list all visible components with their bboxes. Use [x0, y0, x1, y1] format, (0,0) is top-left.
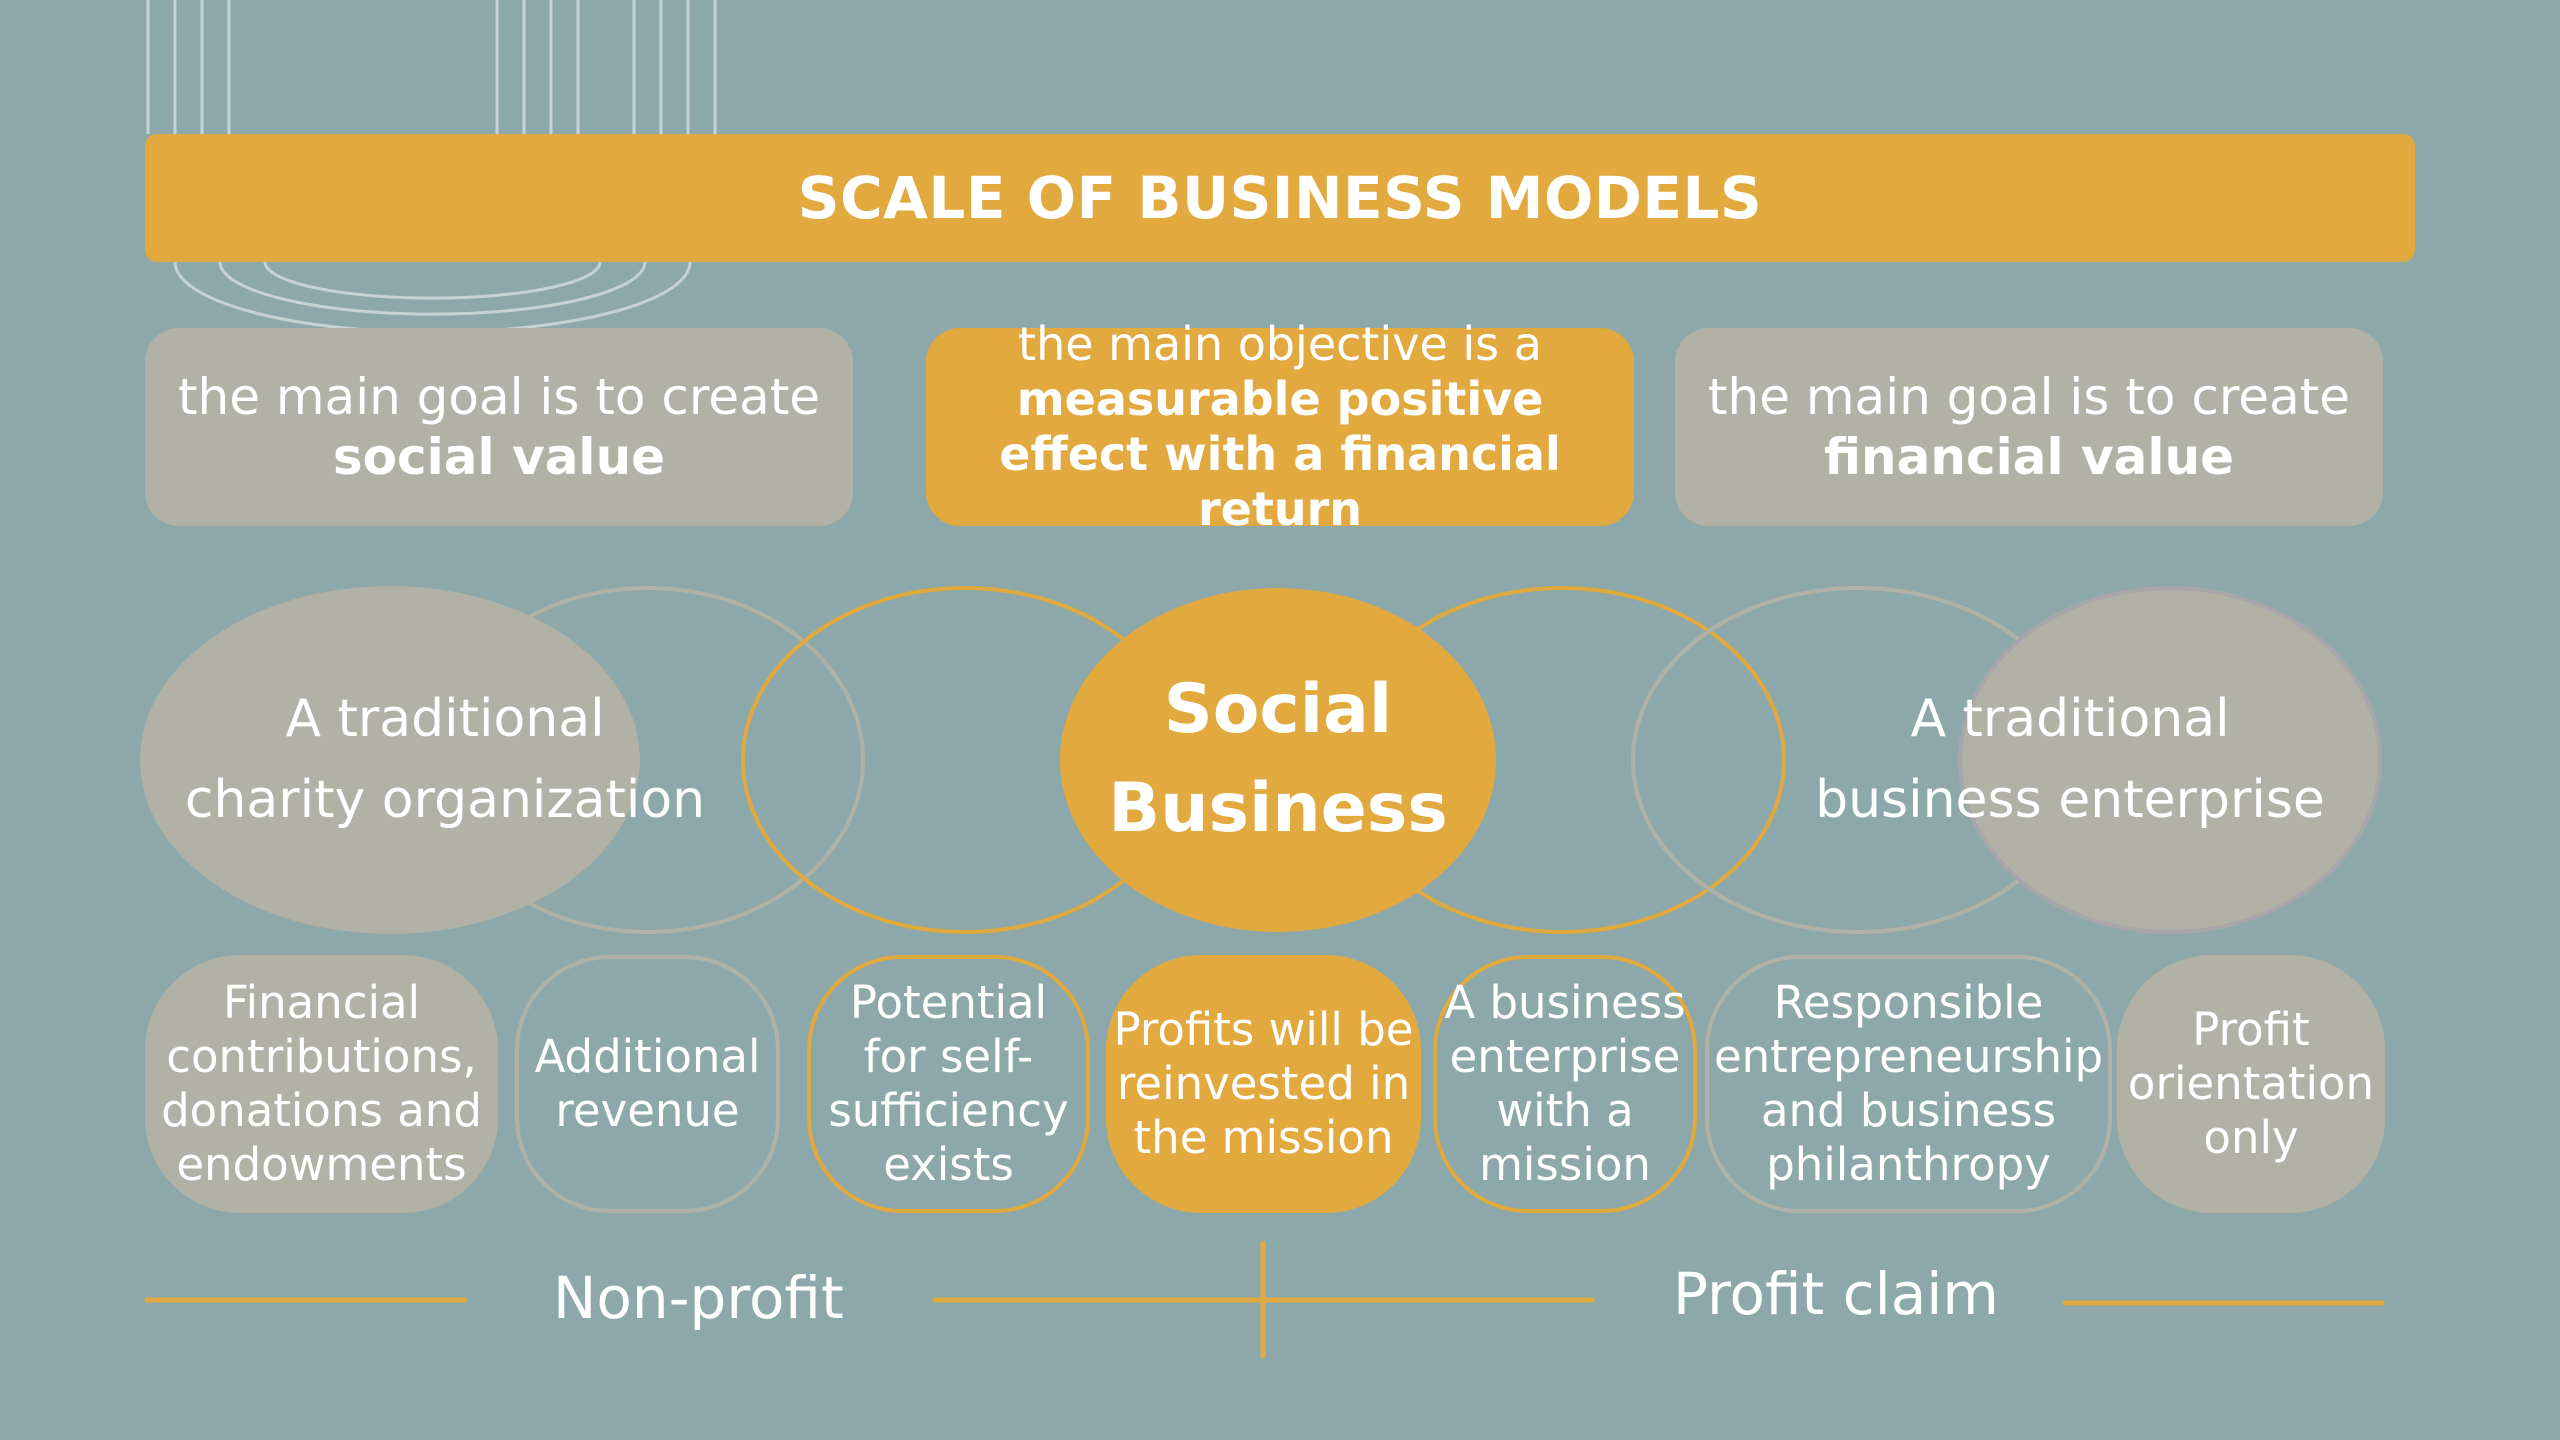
spectrum-pill-donations: Financial contributions, donations and e… — [145, 955, 498, 1213]
goal-lead-text: the main objective is a — [1018, 316, 1542, 371]
goal-lead-text: the main goal is to create — [1707, 368, 2351, 426]
model-line-2: Business — [1108, 769, 1448, 848]
model-line-1: Social — [1163, 670, 1393, 750]
model-line-1: A traditional — [285, 689, 605, 750]
model-label-business-enterprise: A traditional business enterprise — [1760, 640, 2380, 880]
goal-box-measurable-effect: the main objective is a measurable posit… — [926, 317, 1634, 536]
model-label-charity: A traditional charity organization — [140, 640, 750, 880]
spectrum-pill-self-sufficiency: Potential for self-sufficiency exists — [807, 955, 1090, 1213]
spectrum-label: Responsible entrepreneurship and busines… — [1713, 976, 2104, 1191]
goal-strong-text: financial value — [1823, 428, 2235, 486]
goal-lead-text: the main goal is to create — [177, 368, 821, 426]
model-circle-center — [1060, 588, 1496, 932]
spectrum-pill-profits-reinvested: Profits will be reinvested in the missio… — [1106, 955, 1421, 1213]
spectrum-label: Financial contributions, donations and e… — [161, 976, 482, 1191]
model-circle-left — [140, 586, 640, 934]
model-line-1: A traditional — [1910, 689, 2230, 750]
spectrum-label: A business enterprise with a mission — [1444, 976, 1686, 1191]
model-line-2: business enterprise — [1815, 770, 2325, 830]
spectrum-label: Profit orientation only — [2127, 1003, 2375, 1164]
spectrum-label: Profits will be reinvested in the missio… — [1113, 1003, 1414, 1164]
goal-box-financial-value: the main goal is to create financial val… — [1675, 328, 2383, 526]
axis-label-non-profit: Non-profit — [553, 1264, 844, 1332]
spectrum-label: Potential for self-sufficiency exists — [828, 976, 1069, 1191]
model-label-social-business: Social Business — [1060, 640, 1496, 880]
spectrum-pill-additional-revenue: Additional revenue — [515, 955, 780, 1213]
goal-strong-text: measurable positive effect with a financ… — [999, 371, 1561, 537]
spectrum-pill-responsible-entrepreneurship: Responsible entrepreneurship and busines… — [1705, 955, 2112, 1213]
page-title: SCALE OF BUSINESS MODELS — [145, 134, 2415, 262]
axis-label-profit-claim: Profit claim — [1673, 1260, 1999, 1328]
spectrum-label: Additional revenue — [534, 1030, 761, 1137]
goal-strong-text: social value — [332, 428, 666, 486]
spectrum-pill-business-with-mission: A business enterprise with a mission — [1433, 955, 1697, 1213]
axis-lines — [144, 1240, 2385, 1359]
spectrum-pill-profit-only: Profit orientation only — [2117, 955, 2385, 1213]
model-circle-right — [1958, 586, 2382, 934]
model-line-2: charity organization — [184, 770, 706, 830]
goal-box-social-value: the main goal is to create social value — [145, 328, 853, 526]
